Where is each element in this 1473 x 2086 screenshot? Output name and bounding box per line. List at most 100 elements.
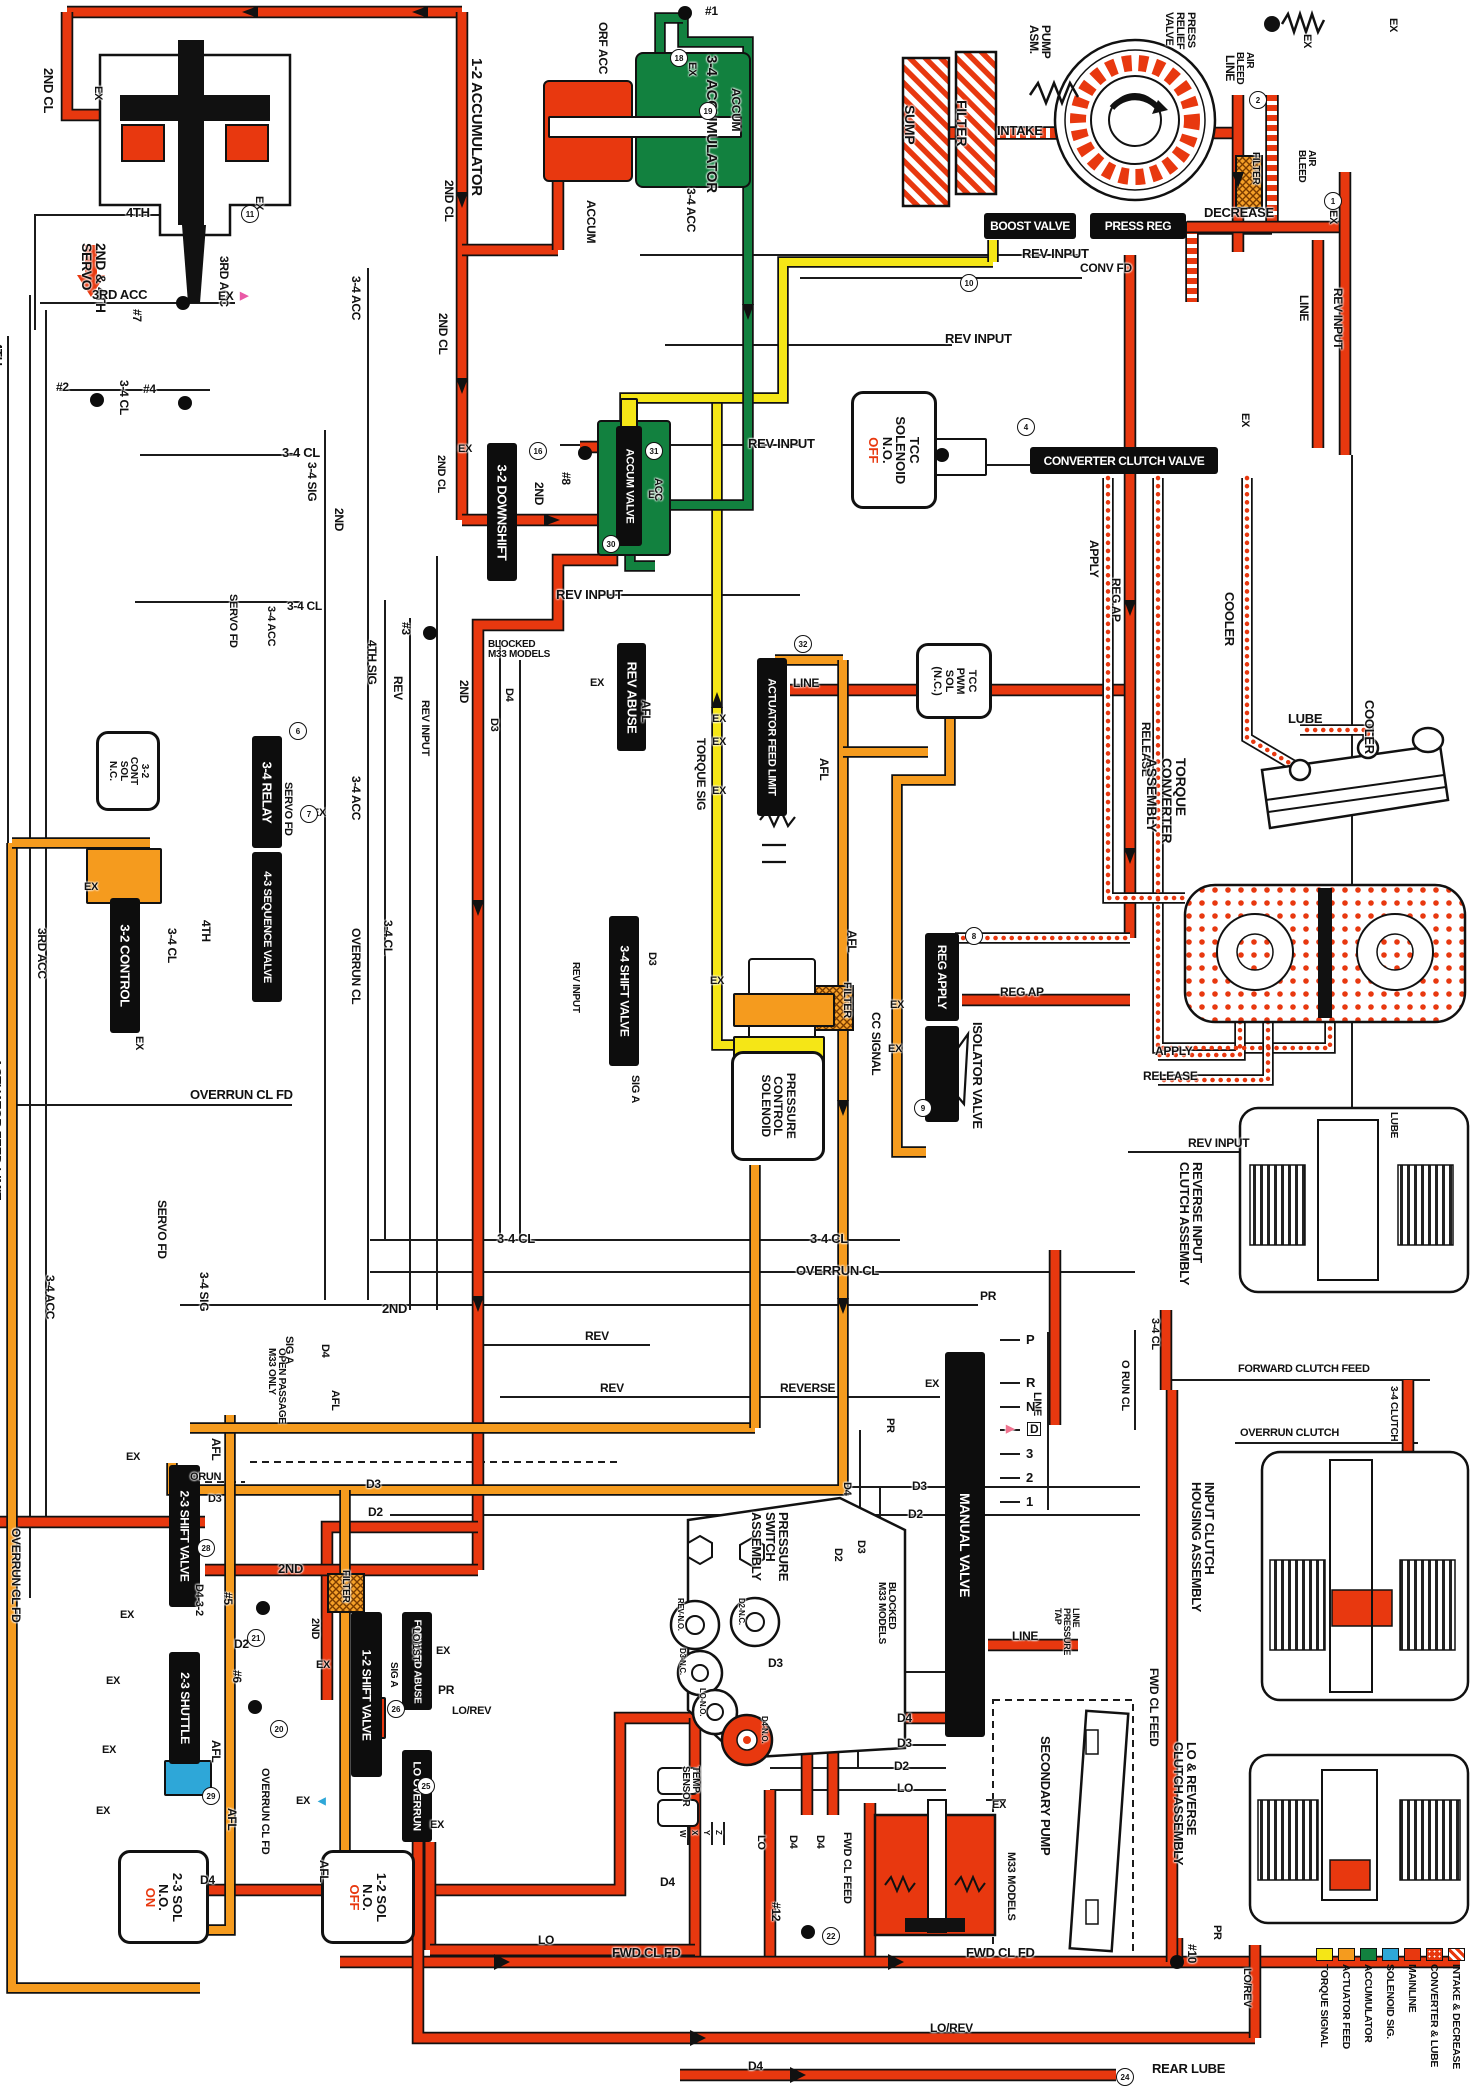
line-label: EX [712, 736, 727, 748]
line-label: 3-4 ACC [684, 188, 698, 233]
line-label: REG AP [1109, 578, 1123, 622]
orifice-port: 32 [794, 635, 812, 653]
line-label: SECONDARY PUMP [1038, 1736, 1053, 1856]
line-label: EX [1239, 413, 1251, 428]
orifice-port: 22 [822, 1927, 840, 1945]
orifice-port: 7 [300, 805, 318, 823]
solenoid-state: ON [142, 1887, 158, 1907]
line-label: D3 [646, 952, 658, 966]
valve-label: PRESS REG [1104, 219, 1172, 233]
checkball-icon [90, 393, 104, 407]
line-label: #4 [143, 382, 156, 396]
line-label: D4-3-2 [193, 1584, 205, 1616]
line-label: REV [585, 1329, 609, 1343]
line-label: 3-4 ACC [265, 606, 277, 647]
input-clutch-housing-drawing [1260, 1450, 1470, 1702]
line-label: EX [686, 62, 698, 77]
line-label: 3RD ACC [35, 928, 49, 979]
line-label: #3 [399, 622, 413, 635]
valve-label: REG APPLY [935, 944, 950, 1010]
legend-item: INTAKE & DECREASE [1448, 1948, 1465, 2069]
line-label: FWD CL FEED [841, 1832, 853, 1904]
line-label: LUBE [1288, 711, 1323, 726]
checkball-icon [578, 446, 592, 460]
line-label: SIG A [629, 1075, 641, 1104]
orifice-port: 24 [1116, 2068, 1134, 2086]
solenoid-1-2-sol: 1-2 SOL N.O.OFF [321, 1850, 415, 1944]
legend-label: ACTUATOR FEED [1340, 1964, 1352, 2049]
line-label: LO [755, 1835, 767, 1850]
checkball-icon [176, 296, 190, 310]
line-label: EX [84, 881, 99, 893]
orifice-port: 4 [1017, 418, 1035, 436]
valve-label: 3-2 CONTROL [117, 924, 133, 1007]
line-label: D2-N.C. [737, 1598, 746, 1625]
line-label: 2ND [532, 482, 546, 506]
line-label: 3-4 CL [117, 380, 131, 415]
line-label: REV INPUT [419, 700, 431, 756]
legend-swatch-dots [1426, 1948, 1443, 1961]
valve-boost-valve: BOOST VALVE [984, 213, 1076, 239]
legend-swatch-solid [1316, 1948, 1333, 1961]
line-label: INTAKE [997, 123, 1043, 138]
line-label: REG AP [1000, 985, 1044, 999]
line-label: LINE [1297, 295, 1311, 322]
line-label: TORQUE CONVERTER ASSEMBLY [1144, 758, 1189, 844]
line-label: #6 [230, 1670, 244, 1683]
line-label: LUBE [1388, 1112, 1399, 1139]
line-label: EX [590, 677, 605, 689]
line-label: BLOCKED M33 MODELS [875, 1582, 897, 1645]
line-label: FORWARD CLUTCH FEED [1238, 1363, 1370, 1375]
line-label: #1 [705, 4, 718, 18]
orifice-port: 1 [1324, 192, 1342, 210]
line-label: LINE [793, 676, 820, 690]
line-label: LO [538, 1933, 555, 1947]
valve-4-3-sequence-valve: 4-3 SEQUENCE VALVE [252, 852, 282, 1002]
checkball-icon [678, 6, 692, 20]
line-label: D4 [897, 1711, 912, 1725]
checkball-icon [423, 626, 437, 640]
line-label: 3-4 SIG [305, 462, 319, 502]
checkball-icon [248, 1700, 262, 1714]
line-label: #5 [221, 1592, 235, 1605]
line-label: SERVO FD [282, 782, 294, 836]
line-label: AFL [329, 1390, 341, 1411]
legend-swatch-solid [1360, 1948, 1377, 1961]
line-label: SERVO FD [227, 594, 239, 648]
line-label: EX [102, 1744, 117, 1756]
line-label: EX [712, 785, 727, 797]
solenoid-label: 2-3 SOL N.O. [156, 1872, 185, 1922]
line-label: ACCUM [584, 200, 598, 244]
line-label: AFL [209, 1438, 223, 1461]
line-label: BLOCKED M33 MODELS [488, 639, 551, 661]
line-label: D3 [488, 718, 500, 732]
line-label: EX [648, 489, 663, 501]
line-label: 4TH [0, 342, 5, 366]
line-label: 3-4 CLUTCH [1388, 1386, 1399, 1442]
valve-label: REV ABUSE [624, 661, 639, 733]
orifice-port: 16 [529, 442, 547, 460]
press-relief-drawing [1264, 10, 1326, 36]
line-label: SIG A [283, 1336, 295, 1365]
valve-label: 3-4 RELAY [259, 761, 275, 823]
line-label: N [1026, 1399, 1036, 1414]
line-label: 2ND [332, 508, 346, 532]
line-label: APPLY [1155, 1044, 1193, 1058]
valve-label: 2-3 SHUTTLE [177, 1672, 192, 1744]
orifice-port: 18 [670, 49, 688, 67]
line-label: TEMP SENSOR [679, 1766, 701, 1807]
orifice-port: 10 [960, 274, 978, 292]
valve-reg-apply: REG APPLY [925, 933, 959, 1021]
orifice-port: 11 [241, 205, 259, 223]
line-label: #12 [769, 1902, 783, 1922]
legend-label: INTAKE & DECREASE [1450, 1964, 1462, 2069]
valve-actuator-feed-limit: ACTUATOR FEED LIMIT [757, 658, 787, 816]
legend-label: MAINLINE [1406, 1964, 1418, 2013]
legend-label: CONVERTER & LUBE [1428, 1964, 1440, 2068]
line-label: D [1027, 1422, 1042, 1437]
line-label: EX [296, 1795, 311, 1807]
legend-item: TORQUE SIGNAL [1316, 1948, 1333, 2047]
line-label: EX [710, 975, 725, 987]
line-label: 2ND CL [435, 455, 447, 493]
orifice-port: 19 [699, 102, 717, 120]
